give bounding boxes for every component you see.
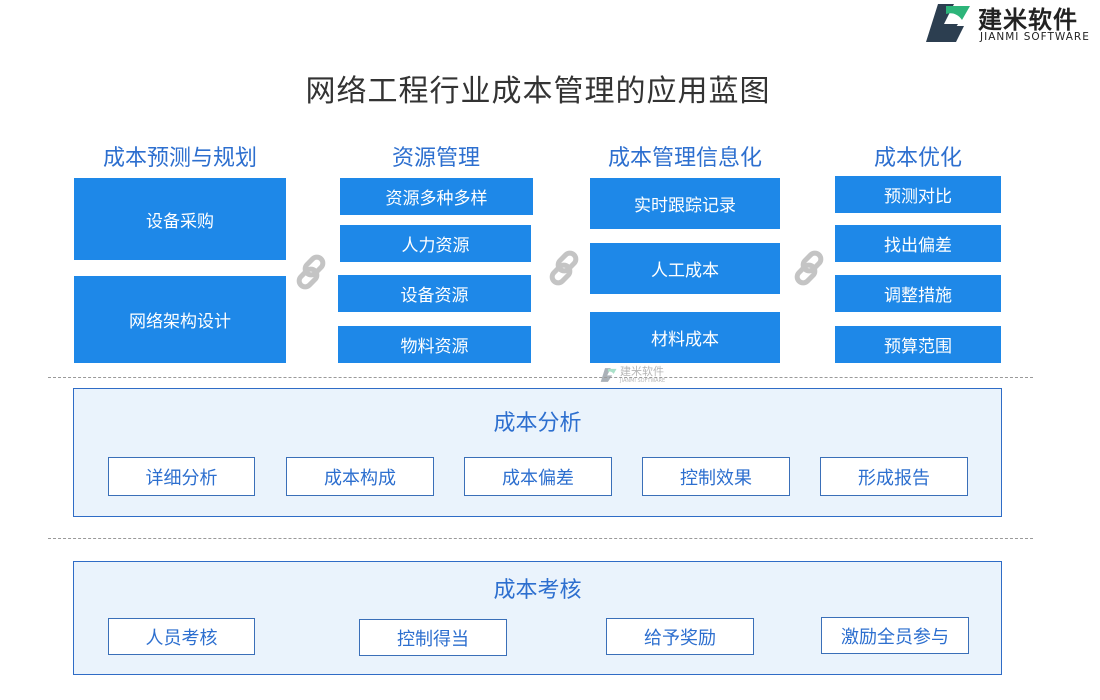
box-material-resources: 物料资源 (338, 326, 531, 363)
assessment-title: 成本考核 (493, 578, 582, 603)
box-equipment-purchase: 设备采购 (74, 178, 286, 260)
assessment-item-incentive: 激励全员参与 (821, 617, 969, 654)
analysis-panel: 成本分析 详细分析 成本构成 成本偏差 控制效果 形成报告 (73, 388, 1002, 517)
watermark-logo-icon (600, 368, 617, 382)
box-forecast-comparison: 预测对比 (835, 176, 1001, 213)
assessment-panel: 成本考核 人员考核 控制得当 给予奖励 激励全员参与 (73, 561, 1002, 675)
box-network-architecture: 网络架构设计 (74, 276, 286, 363)
column-title-optimization: 成本优化 (873, 146, 962, 171)
box-human-resources: 人力资源 (340, 225, 531, 262)
divider (48, 538, 1033, 539)
box-adjust-measures: 调整措施 (835, 275, 1001, 312)
column-title-informatization: 成本管理信息化 (607, 146, 762, 171)
box-material-cost: 材料成本 (590, 312, 780, 363)
analysis-item-report: 形成报告 (820, 457, 968, 496)
page-title: 网络工程行业成本管理的应用蓝图 (305, 74, 771, 109)
chain-link-icon (549, 250, 579, 286)
box-realtime-tracking: 实时跟踪记录 (590, 178, 780, 229)
box-diverse-resources: 资源多种多样 (340, 178, 533, 215)
column-title-resources: 资源管理 (391, 146, 480, 171)
chain-link-icon (296, 254, 326, 290)
assessment-item-control: 控制得当 (359, 619, 507, 656)
box-labor-cost: 人工成本 (590, 243, 780, 294)
analysis-item-detail: 详细分析 (108, 457, 255, 496)
divider (48, 377, 1033, 378)
column-title-forecast: 成本预测与规划 (102, 146, 257, 171)
assessment-item-staff: 人员考核 (108, 618, 255, 655)
brand-name: 建米软件 (978, 6, 1078, 34)
jianmi-logo-icon (926, 4, 970, 42)
analysis-item-deviation: 成本偏差 (464, 457, 612, 496)
analysis-title: 成本分析 (493, 411, 582, 436)
analysis-item-effect: 控制效果 (642, 457, 790, 496)
box-find-deviation: 找出偏差 (835, 225, 1001, 262)
watermark-name: 建米软件 (620, 365, 664, 378)
brand-tagline: JIANMI SOFTWARE (980, 31, 1090, 43)
chain-link-icon (794, 250, 824, 286)
box-equipment-resources: 设备资源 (338, 275, 531, 312)
box-budget-range: 预算范围 (835, 326, 1001, 363)
analysis-item-composition: 成本构成 (286, 457, 434, 496)
assessment-item-reward: 给予奖励 (606, 618, 754, 655)
watermark-tagline: JIANMI SOFTWARE (620, 378, 666, 384)
